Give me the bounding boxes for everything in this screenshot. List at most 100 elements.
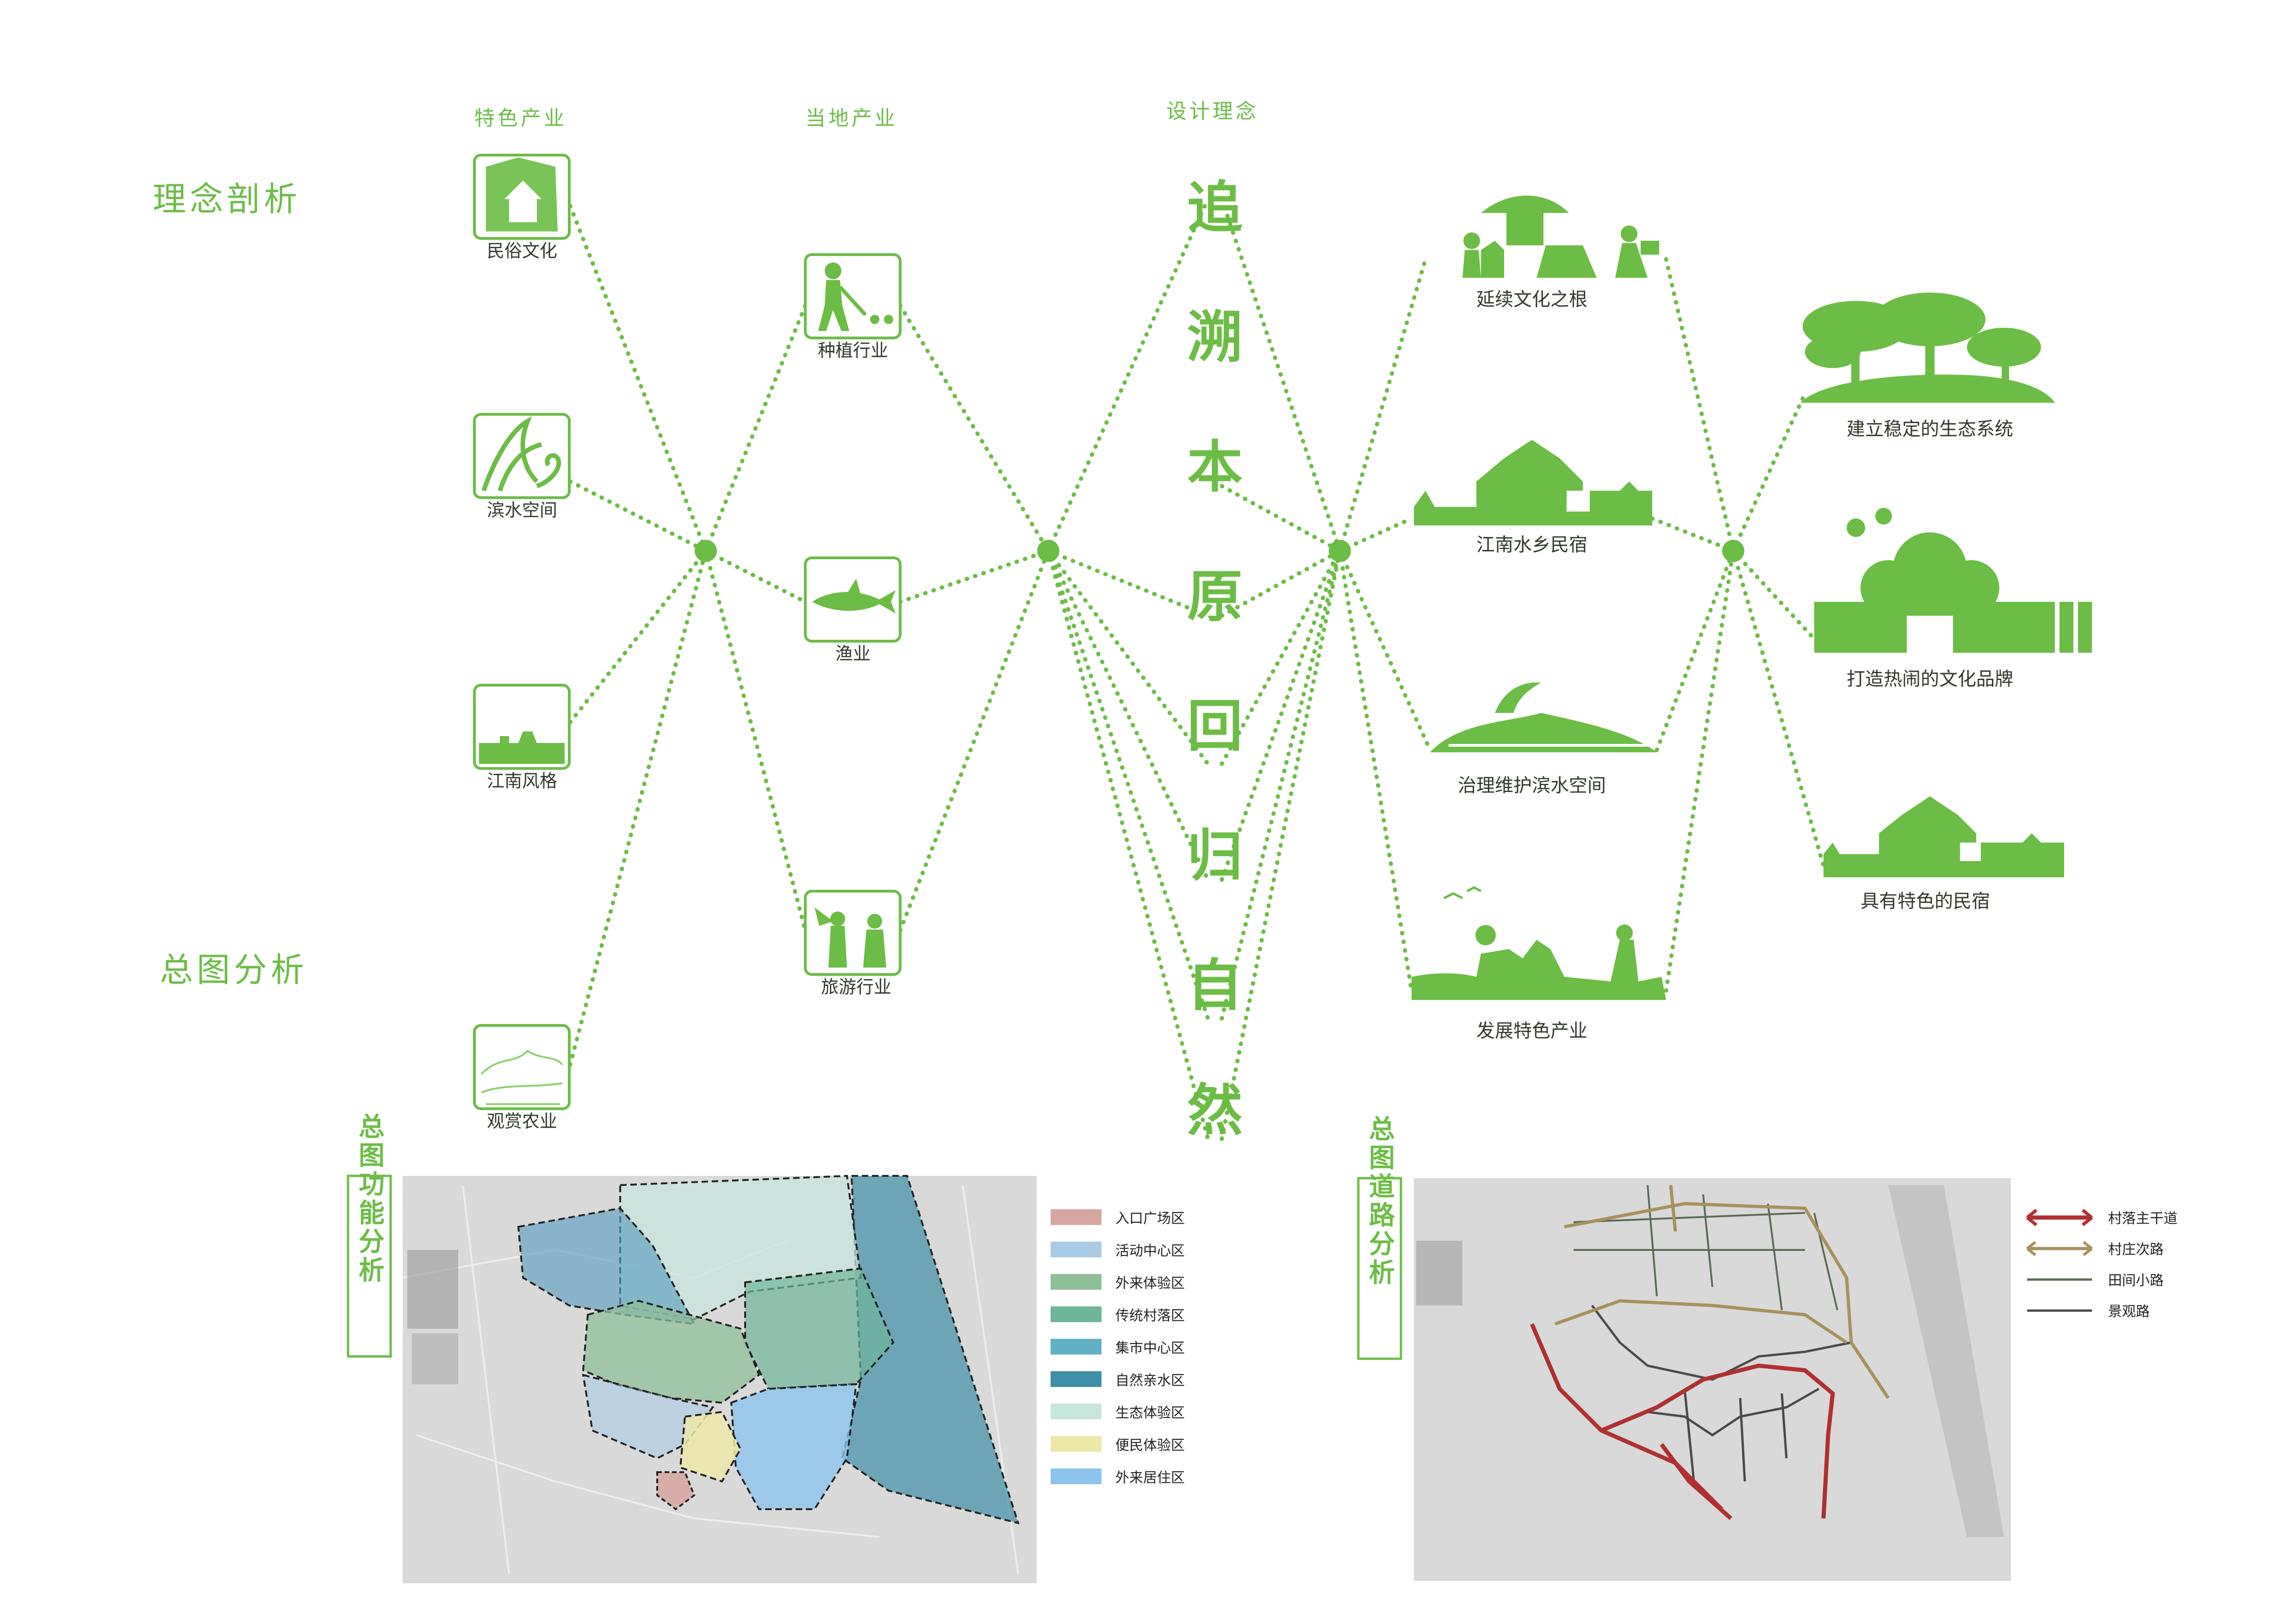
goal-label: 建立稳定的生态系统 — [1847, 418, 2013, 440]
connection-line — [1731, 549, 1817, 641]
connection-line — [1731, 391, 1807, 553]
connection-line — [1338, 516, 1414, 553]
house-icon — [1414, 440, 1652, 525]
concept-char: 追 — [1187, 176, 1243, 240]
featured-label: 滨水空间 — [487, 500, 557, 520]
legend-item: 入口广场区 — [1051, 1209, 1185, 1227]
connection-line — [898, 549, 1051, 933]
legend-item: 村落主干道 — [2026, 1209, 2178, 1227]
hub-node — [1722, 540, 1744, 562]
hub-node — [1037, 540, 1059, 562]
legend-item: 田间小路 — [2027, 1273, 2164, 1289]
legend-item: 便民体验区 — [1051, 1436, 1185, 1454]
legend-label: 村庄次路 — [2108, 1242, 2164, 1258]
design-concept: 追 溯 本 原 回 归 自 然 — [1187, 176, 1243, 1143]
goals: 建立稳定的生态系统 打造热闹的文化品牌 具有特色的民宿 — [1800, 293, 2092, 912]
legend-label: 集市中心区 — [1115, 1340, 1185, 1356]
strategy-label: 延续文化之根 — [1476, 289, 1587, 310]
legend-label: 村落主干道 — [2108, 1211, 2178, 1227]
concept-char: 本 — [1187, 435, 1243, 500]
temple-icon — [486, 157, 558, 231]
zone-natural-water — [841, 1175, 1020, 1524]
island-icon — [1430, 682, 1657, 752]
featured-label: 民俗文化 — [487, 241, 557, 261]
road-secondary — [1554, 1185, 1890, 1399]
function-map-panel: 总图功能分析 入口广场区 — [347, 1113, 1185, 1583]
local-label: 种植行业 — [818, 340, 888, 361]
road-map-title-box — [1357, 1177, 1402, 1360]
connection-line — [1731, 549, 1826, 868]
legend-item: 景观路 — [2027, 1304, 2150, 1320]
connection-lines — [568, 197, 1826, 1141]
goal-ecosystem: 建立稳定的生态系统 — [1800, 293, 2055, 440]
connection-line — [1220, 549, 1342, 1021]
homestay-icon — [1823, 796, 2064, 877]
featured-item-ornamental: 观赏农业 — [473, 1024, 571, 1131]
featured-item-folk: 民俗文化 — [473, 154, 571, 261]
strategy-label: 江南水乡民宿 — [1476, 534, 1587, 556]
zone-visitor — [582, 1299, 760, 1404]
connection-line — [1338, 257, 1428, 553]
fish-icon — [812, 579, 896, 613]
legend-item: 外来居住区 — [1051, 1468, 1185, 1486]
local-item-tourism: 旅游行业 — [804, 890, 902, 997]
local-industries: 种植行业 渔业 旅游行业 — [804, 253, 902, 997]
zone-activity — [730, 1383, 858, 1510]
concept-char: 归 — [1187, 824, 1243, 888]
connection-line — [1338, 549, 1414, 993]
connection-line — [703, 303, 808, 553]
road-map — [1414, 1178, 2011, 1581]
connection-line — [703, 549, 808, 604]
farmer-icon — [818, 262, 893, 331]
legend-item: 集市中心区 — [1051, 1339, 1185, 1356]
legend-item: 自然亲水区 — [1051, 1371, 1185, 1389]
featured-label: 观赏农业 — [487, 1111, 557, 1131]
concept-char: 溯 — [1187, 306, 1243, 370]
goal-culture-brand: 打造热闹的文化品牌 — [1814, 508, 2092, 690]
legend-item: 生态体验区 — [1051, 1404, 1185, 1421]
featured-label: 江南风格 — [487, 771, 557, 791]
column-header-design: 设计理念 — [1166, 100, 1259, 123]
connection-line — [1220, 549, 1342, 1141]
connection-line — [568, 479, 708, 553]
connection-line — [1664, 257, 1736, 553]
function-map-title: 总图功能分析 — [355, 1113, 385, 1285]
legend-label: 传统村落区 — [1115, 1308, 1185, 1324]
village-icon — [479, 731, 565, 764]
concept-char: 原 — [1187, 565, 1243, 629]
local-item-planting: 种植行业 — [804, 253, 902, 361]
connection-line — [568, 549, 708, 1067]
trees-icon — [1800, 293, 2055, 403]
legend-item: 外来体验区 — [1051, 1274, 1185, 1292]
goal-label: 具有特色的民宿 — [1860, 891, 1990, 912]
tourist-icon — [815, 907, 886, 968]
connection-line — [1046, 549, 1210, 1021]
legend-label: 入口广场区 — [1115, 1211, 1185, 1227]
connection-line — [1220, 197, 1342, 553]
function-map-title-box — [347, 1174, 392, 1358]
folk-culture-icon — [1462, 195, 1659, 278]
road-legend: 村落主干道 村庄次路 田间小路 景观路 — [2026, 1209, 2178, 1320]
function-legend: 入口广场区 活动中心区 外来体验区 传统村落区 集市中心区 自然亲水区 — [1051, 1209, 1185, 1486]
building-icon — [1814, 508, 2092, 653]
legend-label: 便民体验区 — [1115, 1437, 1185, 1454]
connection-line — [1664, 549, 1736, 993]
concept-char: 然 — [1187, 1079, 1243, 1143]
road-landscape — [1591, 1305, 1852, 1482]
connection-line — [1046, 549, 1210, 1141]
featured-item-jiangnan: 江南风格 — [473, 684, 571, 791]
farming-icon — [1412, 886, 1666, 1000]
hub-node — [695, 540, 717, 562]
connection-line — [1220, 549, 1342, 766]
legend-label: 自然亲水区 — [1115, 1373, 1185, 1389]
strategy-label: 发展特色产业 — [1476, 1020, 1587, 1042]
zone-resident — [582, 1374, 715, 1460]
legend-label: 外来居住区 — [1115, 1470, 1185, 1486]
road-main — [1530, 1323, 1835, 1520]
legend-label: 景观路 — [2108, 1304, 2150, 1320]
connection-line — [1046, 549, 1210, 882]
connection-line — [568, 549, 708, 725]
local-label: 旅游行业 — [821, 977, 891, 997]
connection-line — [1046, 549, 1210, 766]
